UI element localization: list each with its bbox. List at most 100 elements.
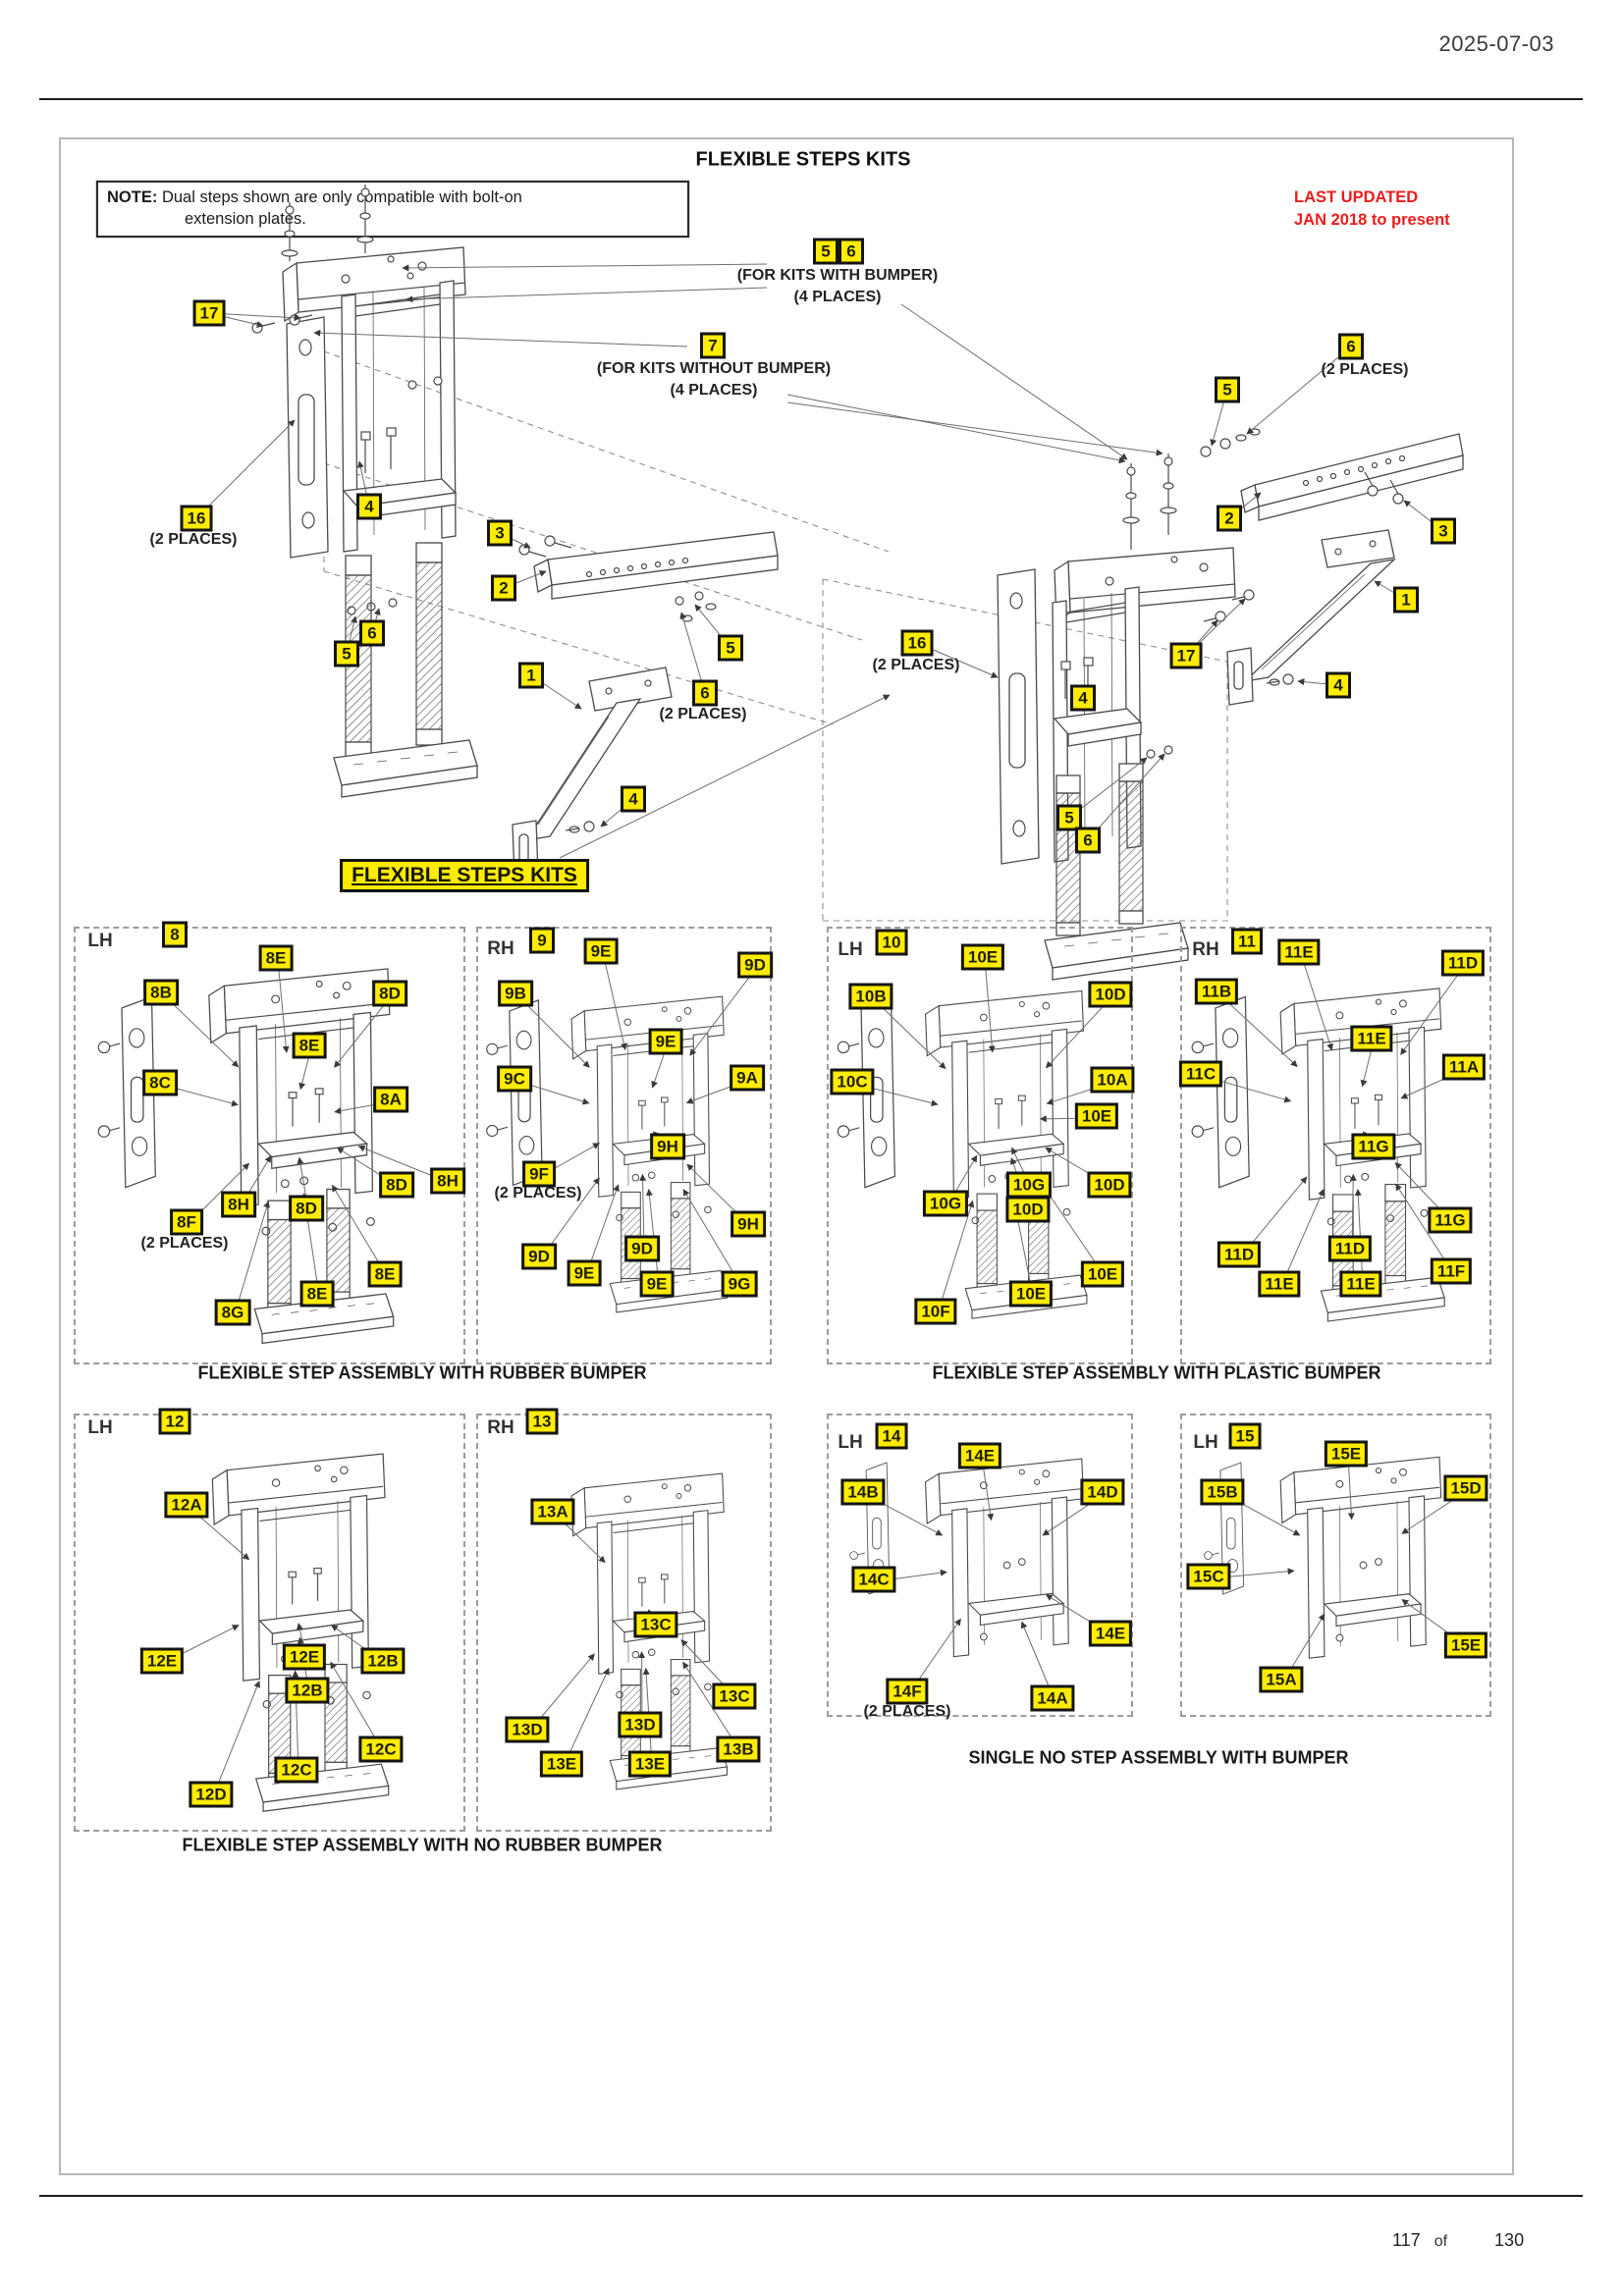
callout-14C: 14C [851, 1566, 896, 1593]
callout-9H: 9H [650, 1133, 685, 1160]
callout-15D: 15D [1443, 1474, 1488, 1502]
panel-side-12: LH [87, 1417, 113, 1438]
callout-10G: 10G [922, 1190, 969, 1217]
callout-14B: 14B [840, 1478, 886, 1506]
callout-9E: 9E [583, 937, 619, 965]
callout-10A: 10A [1090, 1066, 1135, 1094]
callout-5: 5 [813, 238, 839, 265]
callout-10G: 10G [1005, 1171, 1053, 1199]
callout-5: 5 [1056, 804, 1082, 831]
last-updated-note: LAST UPDATED JAN 2018 to present [1294, 187, 1450, 232]
callout-12B: 12B [360, 1647, 406, 1675]
annotation-text: (2 PLACES) [149, 531, 238, 548]
callout-10E: 10E [1074, 1102, 1119, 1130]
note-box: NOTE: Dual steps shown are only compatib… [96, 181, 689, 238]
callout-9C: 9C [497, 1065, 532, 1093]
callout-6: 6 [359, 619, 385, 647]
callout-11B: 11B [1194, 978, 1239, 1005]
callout-5: 5 [718, 634, 743, 662]
callout-4: 4 [621, 785, 646, 813]
callout-6: 6 [692, 679, 718, 707]
callout-14E: 14E [1088, 1620, 1133, 1647]
callout-3: 3 [1431, 517, 1456, 545]
callout-12D: 12D [189, 1781, 234, 1808]
callout-10E: 10E [960, 943, 1005, 971]
callout-15B: 15B [1200, 1478, 1245, 1506]
panel-side-11: RH [1192, 939, 1219, 960]
last-updated-line1: LAST UPDATED [1294, 188, 1419, 206]
callout-8A: 8A [373, 1086, 408, 1113]
callout-10D: 10D [1005, 1196, 1051, 1223]
callout-15A: 15A [1259, 1666, 1304, 1693]
callout-11C: 11C [1178, 1060, 1223, 1088]
header-rule [39, 98, 1583, 100]
panel-number-9: 9 [529, 927, 555, 954]
callout-11D: 11D [1327, 1235, 1373, 1262]
callout-13E: 13E [627, 1750, 673, 1778]
footer-rule [39, 2195, 1583, 2197]
assembly-caption: FLEXIBLE STEP ASSEMBLY WITH RUBBER BUMPE… [197, 1362, 647, 1383]
panel-number-14: 14 [875, 1422, 908, 1450]
flexible-steps-kits-banner: FLEXIBLE STEPS KITS [340, 859, 589, 892]
callout-8E: 8E [258, 944, 294, 972]
callout-9B: 9B [498, 980, 533, 1007]
page-title: FLEXIBLE STEPS KITS [695, 148, 911, 171]
callout-4: 4 [1070, 684, 1096, 712]
callout-13C: 13C [633, 1611, 678, 1638]
annotation-text: (2 PLACES) [1321, 361, 1409, 378]
callout-5: 5 [334, 640, 359, 667]
callout-12C: 12C [358, 1735, 404, 1763]
callout-15C: 15C [1186, 1563, 1231, 1590]
callout-9F: 9F [522, 1160, 556, 1188]
callout-9E: 9E [639, 1270, 675, 1298]
panel-number-10: 10 [875, 929, 908, 956]
assembly-caption: FLEXIBLE STEP ASSEMBLY WITH PLASTIC BUMP… [932, 1362, 1381, 1383]
callout-14E: 14E [957, 1442, 1002, 1469]
callout-10C: 10C [830, 1068, 875, 1095]
page-separator: of [1434, 2233, 1448, 2250]
last-updated-line2: JAN 2018 to present [1294, 211, 1450, 230]
callout-6: 6 [1338, 333, 1364, 360]
annotation-text: (2 PLACES) [494, 1185, 582, 1201]
panel-number-15: 15 [1228, 1422, 1262, 1450]
callout-9A: 9A [730, 1064, 765, 1092]
callout-14A: 14A [1030, 1684, 1075, 1712]
annotation-text: (2 PLACES) [872, 657, 960, 673]
callout-11A: 11A [1441, 1053, 1487, 1081]
callout-12C: 12C [274, 1756, 319, 1784]
callout-8H: 8H [430, 1167, 465, 1195]
callout-11F: 11F [1430, 1257, 1473, 1285]
annotation-text: (4 PLACES) [793, 289, 882, 305]
callout-8C: 8C [142, 1069, 178, 1096]
callout-8G: 8G [214, 1299, 251, 1326]
callout-5: 5 [1215, 376, 1240, 403]
callout-10F: 10F [914, 1298, 957, 1325]
left-step-assembly [251, 185, 478, 798]
callout-9H: 9H [730, 1210, 766, 1238]
callout-15E: 15E [1443, 1631, 1488, 1659]
callout-8B: 8B [143, 979, 179, 1006]
right-step-assembly [997, 454, 1255, 981]
left-mount-bar-and-arm [512, 531, 779, 879]
callout-12A: 12A [164, 1491, 209, 1519]
callout-12E: 12E [282, 1643, 327, 1671]
callout-14F: 14F [886, 1678, 929, 1705]
callout-8D: 8D [289, 1195, 324, 1222]
callout-3: 3 [487, 519, 513, 547]
callout-12B: 12B [285, 1677, 330, 1704]
callout-16: 16 [900, 629, 934, 657]
callout-6: 6 [839, 238, 864, 265]
callout-13A: 13A [530, 1498, 575, 1525]
callout-11D: 11D [1217, 1241, 1262, 1268]
callout-9D: 9D [521, 1243, 557, 1270]
panel-number-11: 11 [1231, 928, 1263, 955]
callout-4: 4 [356, 493, 382, 520]
callout-7: 7 [700, 332, 726, 359]
callout-13E: 13E [539, 1750, 584, 1778]
panel-side-10: LH [838, 939, 863, 960]
callout-8D: 8D [372, 980, 407, 1007]
callout-14D: 14D [1080, 1478, 1125, 1506]
callout-15E: 15E [1324, 1440, 1369, 1468]
assembly-caption: SINGLE NO STEP ASSEMBLY WITH BUMPER [968, 1747, 1349, 1768]
